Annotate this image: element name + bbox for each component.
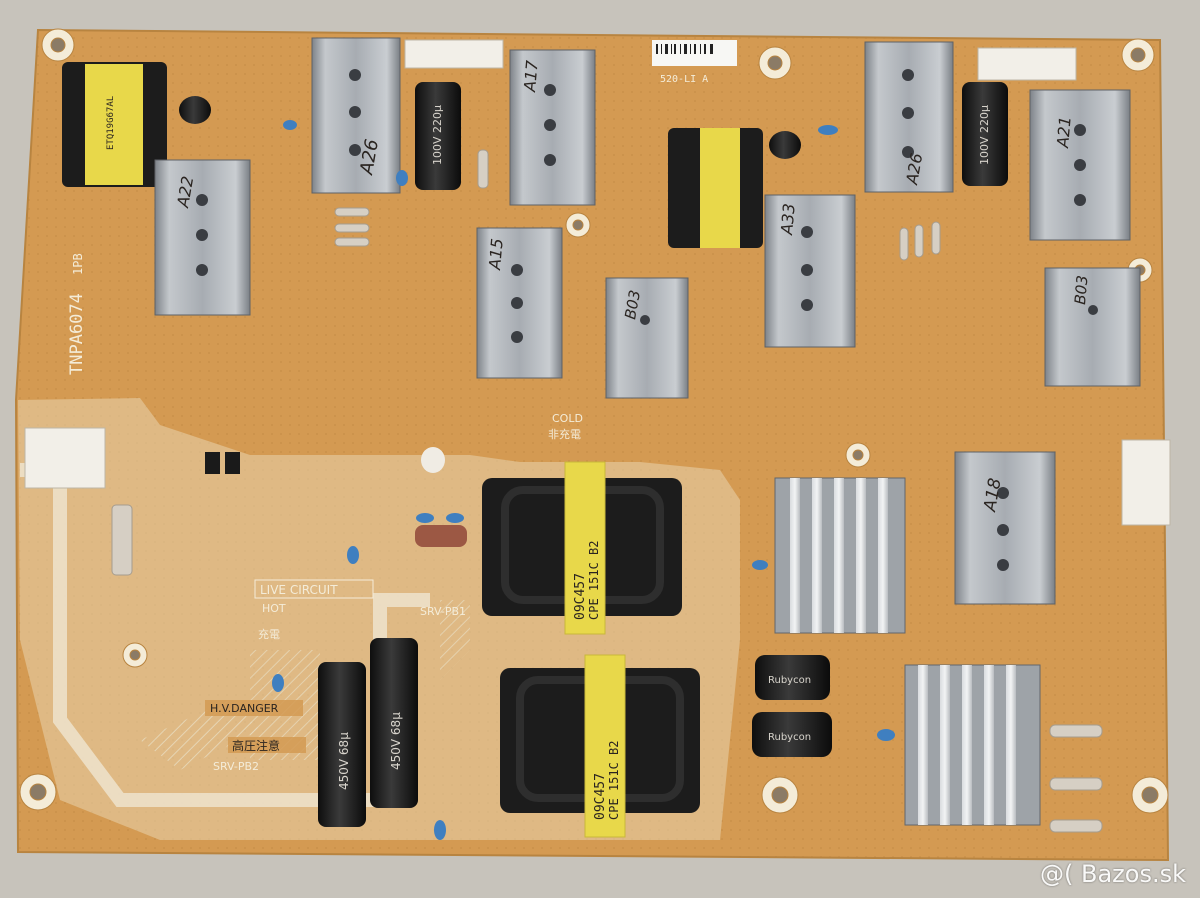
silk-hot-cjk: 充電	[258, 627, 280, 641]
radial-capacitors: Rubycon Rubycon	[752, 655, 832, 757]
electrolytic-capacitor-2: 100V 220μ	[962, 82, 1008, 186]
transformer-top-code: 09C457	[573, 573, 588, 620]
hand-b03-right: B03	[1071, 275, 1091, 306]
barcode	[656, 44, 713, 54]
small-capacitor	[179, 96, 801, 159]
silk-live-circuit: LIVE CIRCUIT	[260, 583, 338, 597]
silk-srv-pb2: SRV-PB2	[213, 760, 259, 773]
cap1-rating: 100V 220μ	[431, 105, 444, 165]
connectors	[24, 39, 1171, 526]
transformer-top-type: CPE 151C B2	[587, 541, 601, 620]
ceramic-capacitors	[272, 120, 895, 840]
hand-a21: A21	[1053, 115, 1075, 149]
hand-b03-left: B03	[621, 289, 644, 321]
transformer-bottom-type: CPE 151C B2	[607, 741, 621, 820]
hand-a15: A15	[485, 237, 507, 271]
hv2-rating: 450V 68μ	[389, 712, 403, 770]
ic-packages	[205, 452, 240, 474]
mounting-holes	[19, 28, 1169, 814]
x-capacitor	[415, 525, 467, 547]
heatsink-a33	[764, 194, 856, 348]
hand-a17: A17	[520, 59, 542, 94]
board-part-number: TNPA6074	[67, 293, 87, 375]
shield-b03-left	[605, 277, 689, 399]
silk-hot: HOT	[262, 602, 286, 615]
heatsink-a26-left	[311, 37, 401, 194]
board-revision-mark: 1PB	[71, 253, 85, 275]
hv1-rating: 450V 68μ	[337, 732, 351, 790]
cap-brand-2: Rubycon	[768, 732, 811, 743]
silk-hv-cjk: 高圧注意	[232, 738, 280, 753]
electrolytic-capacitor-1: 100V 220μ	[415, 82, 461, 190]
silk-cold: COLD	[552, 412, 583, 425]
main-transformer-bottom: 09C457 CPE 151C B2	[500, 654, 700, 838]
cap2-rating: 100V 220μ	[978, 105, 991, 165]
standby-transformer-left: ETQ19G67AL	[62, 62, 167, 187]
finned-heatsink-middle	[774, 477, 906, 634]
barcode-label: 520-LI A	[660, 74, 708, 85]
transformer-bottom-code: 09C457	[593, 773, 608, 820]
heatsink-a22	[154, 159, 251, 316]
heatsink-a17	[509, 49, 596, 206]
hv-capacitor-1: 450V 68μ	[318, 662, 366, 827]
resistors	[111, 149, 1103, 833]
heatsink-a18	[954, 451, 1056, 605]
heatsink-a26-right	[864, 41, 954, 193]
standby-transformer-middle	[668, 128, 763, 248]
main-transformer-top: 09C457 CPE 151C B2	[482, 461, 682, 635]
heatsink-a15	[476, 227, 563, 379]
hand-a33: A33	[777, 202, 799, 236]
shield-b03-right	[1044, 267, 1141, 387]
watermark-bazos: @( Bazos.sk	[1040, 860, 1186, 888]
silk-hv-danger: H.V.DANGER	[210, 702, 279, 715]
svg-text:ETQ19G67AL: ETQ19G67AL	[106, 96, 116, 150]
silk-srv-pb1: SRV-PB1	[420, 605, 466, 618]
cap-brand-1: Rubycon	[768, 675, 811, 686]
hv-capacitor-2: 450V 68μ	[370, 638, 418, 808]
thermistor	[421, 447, 445, 473]
heatsink-a21	[1029, 89, 1131, 241]
finned-heatsink-bottom-right	[904, 664, 1041, 826]
silk-cold-cjk: 非充電	[548, 427, 581, 441]
